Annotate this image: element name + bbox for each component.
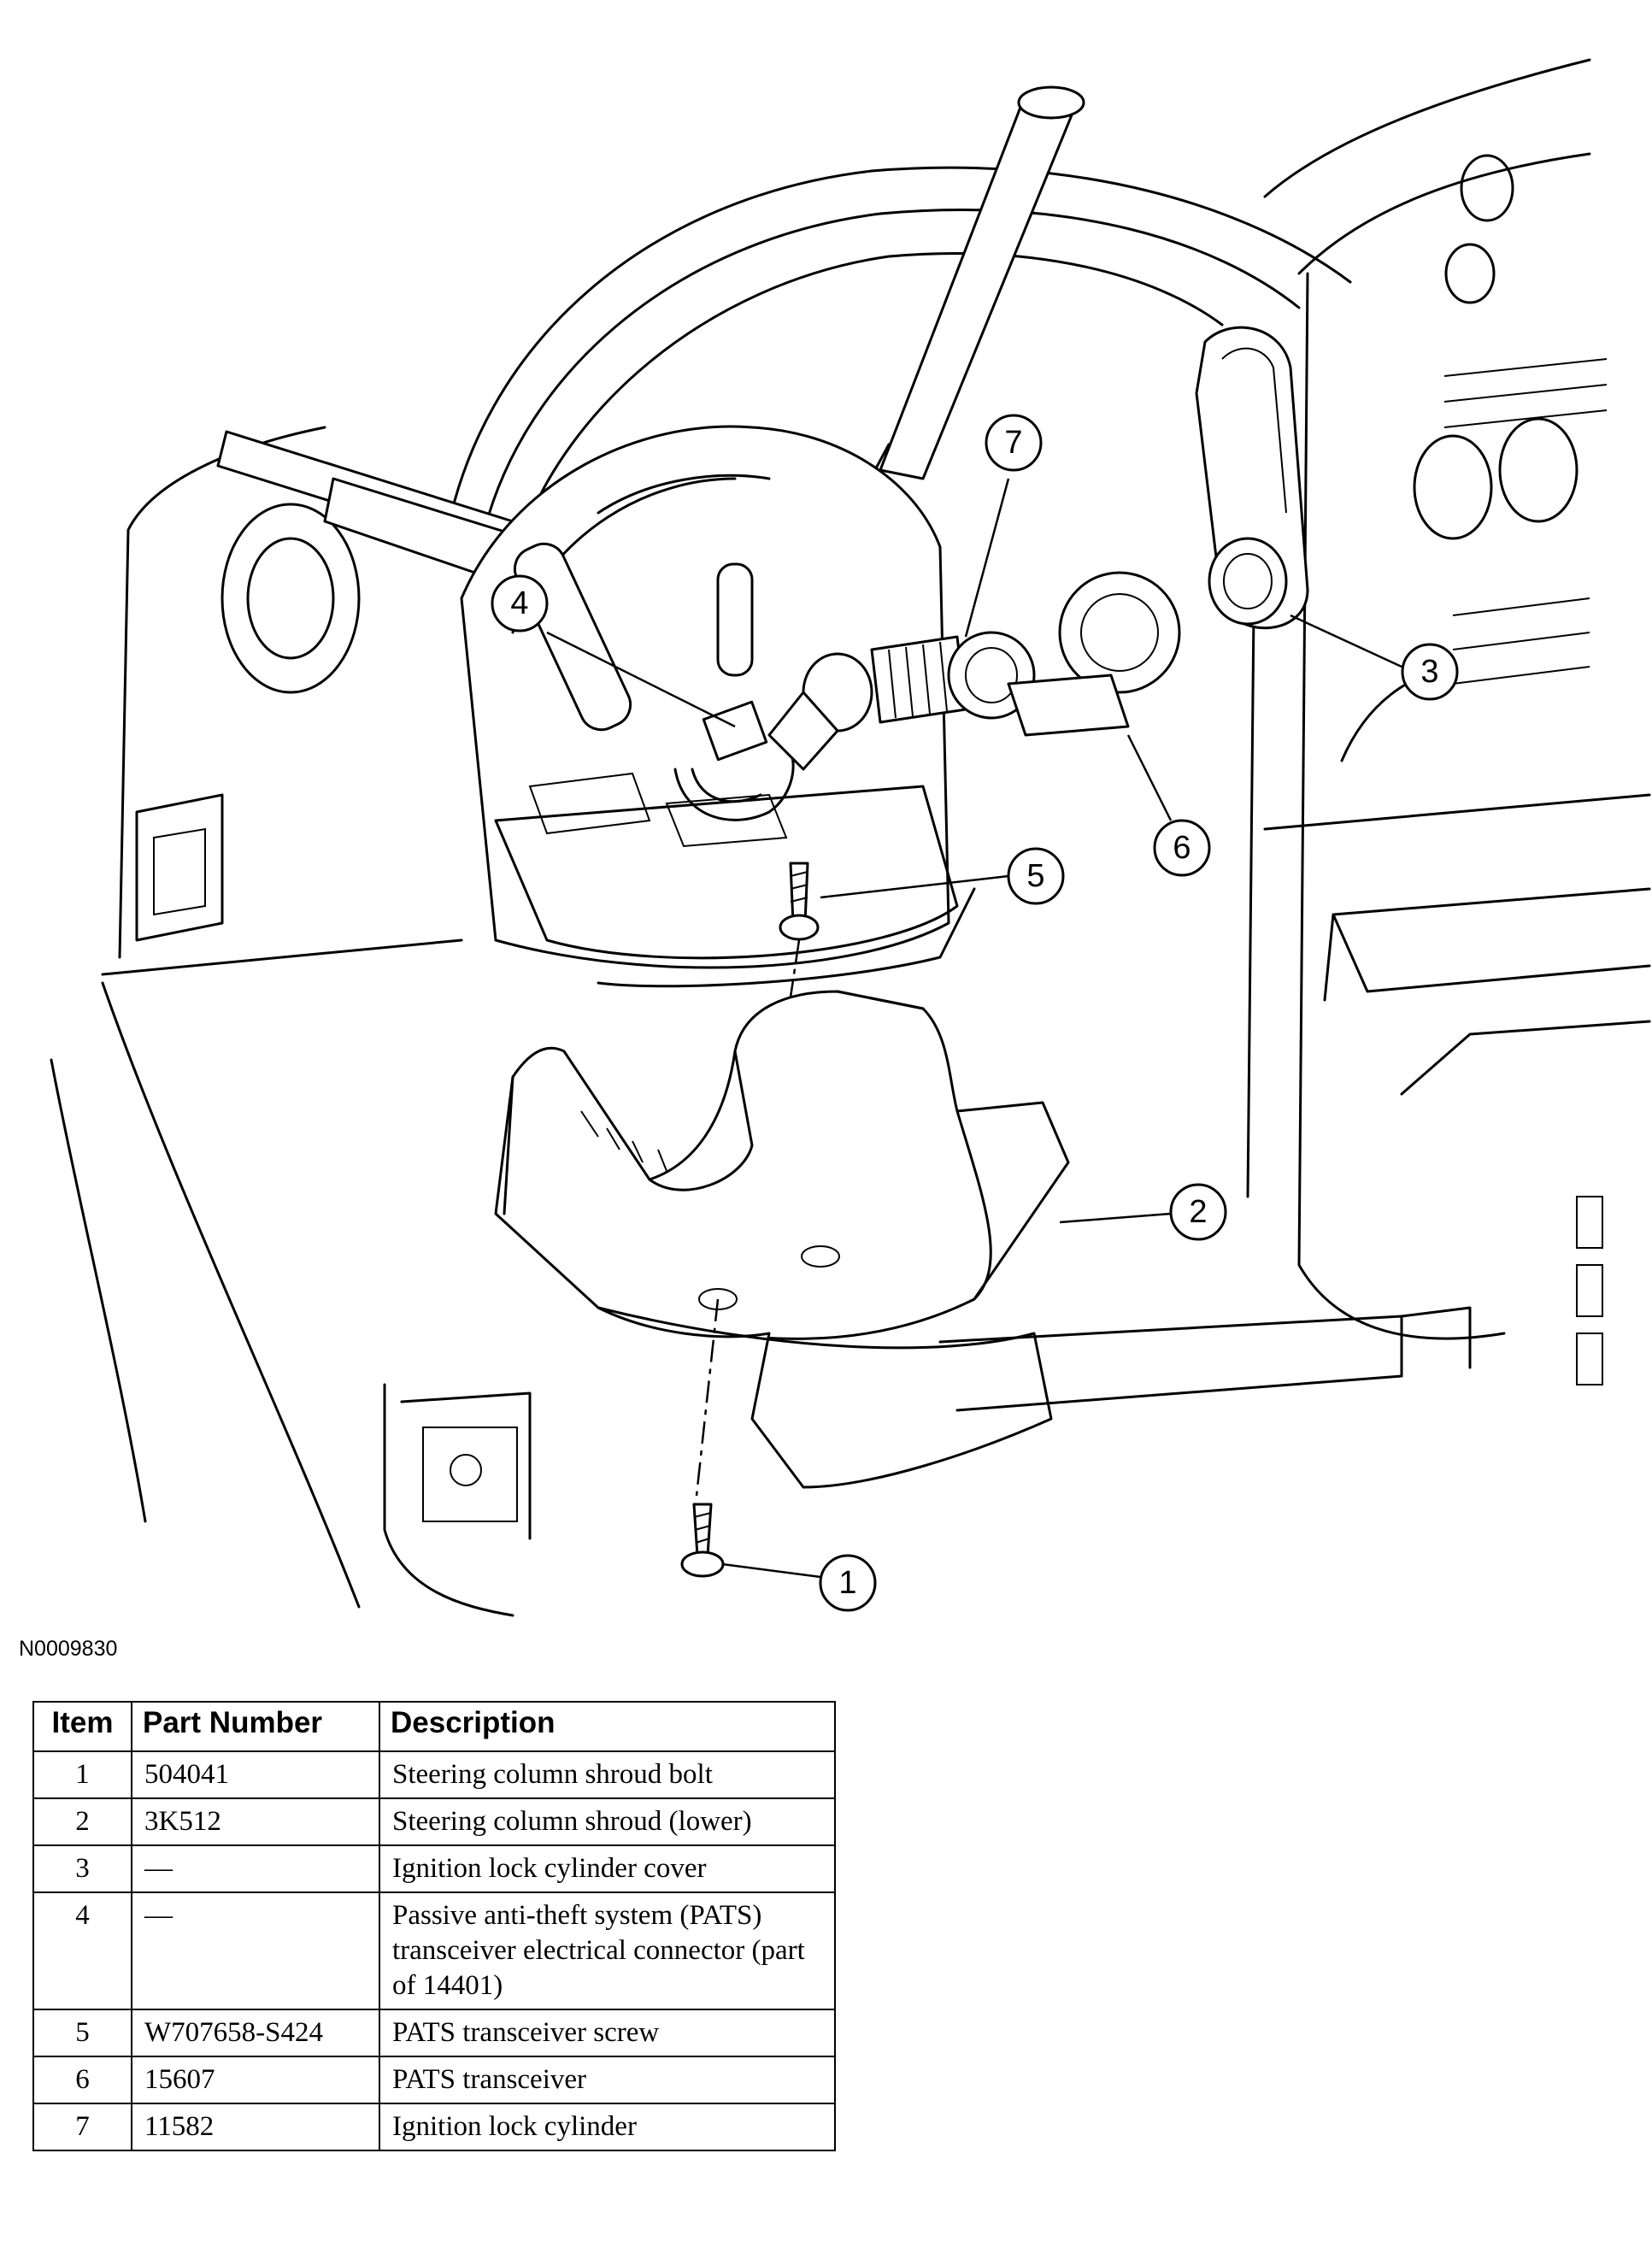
steering-column-body bbox=[460, 425, 976, 988]
cell-description: Steering column shroud (lower) bbox=[379, 1797, 836, 1846]
cell-part-number: 15607 bbox=[131, 2056, 380, 2104]
table-row: 5 W707658-S424 PATS transceiver screw bbox=[32, 2009, 836, 2057]
callout-1: 1 bbox=[819, 1554, 877, 1612]
svg-text:5: 5 bbox=[1026, 858, 1044, 894]
cell-part-number: W707658-S424 bbox=[131, 2009, 380, 2057]
callout-7: 7 bbox=[985, 414, 1043, 472]
svg-text:3: 3 bbox=[1420, 654, 1438, 690]
callout-6: 6 bbox=[1153, 819, 1211, 877]
figure-id: N0009830 bbox=[19, 1637, 118, 1661]
table-row: 7 11582 Ignition lock cylinder bbox=[32, 2103, 836, 2151]
table-row: 2 3K512 Steering column shroud (lower) bbox=[32, 1797, 836, 1846]
svg-text:2: 2 bbox=[1189, 1194, 1207, 1230]
callout-3: 3 bbox=[1401, 643, 1459, 701]
table-row: 4 — Passive anti-theft system (PATS) tra… bbox=[32, 1891, 836, 2010]
ignition-lock-cylinder-cover bbox=[1195, 326, 1309, 630]
callout-5: 5 bbox=[1007, 847, 1065, 905]
cell-part-number: 3K512 bbox=[131, 1797, 380, 1846]
cell-description: PATS transceiver screw bbox=[379, 2009, 836, 2057]
ignition-lock-cylinder bbox=[870, 631, 1036, 724]
svg-text:4: 4 bbox=[510, 585, 528, 621]
table-header-row: Item Part Number Description bbox=[32, 1701, 836, 1752]
callout-4: 4 bbox=[491, 574, 549, 632]
pats-transceiver-screw bbox=[779, 862, 820, 1027]
svg-text:6: 6 bbox=[1173, 830, 1190, 866]
cell-part-number: — bbox=[131, 1891, 380, 2010]
multifunction-stalk-left bbox=[216, 430, 514, 583]
cell-item: 2 bbox=[32, 1797, 132, 1846]
pats-transceiver bbox=[1007, 571, 1181, 737]
steering-column-shroud-bolt bbox=[680, 1298, 725, 1578]
column-header-part-number: Part Number bbox=[131, 1701, 380, 1752]
table-row: 3 — Ignition lock cylinder cover bbox=[32, 1844, 836, 1893]
cell-part-number: 504041 bbox=[131, 1750, 380, 1799]
cell-item: 4 bbox=[32, 1891, 132, 2010]
column-header-description: Description bbox=[379, 1701, 836, 1752]
cell-item: 6 bbox=[32, 2056, 132, 2104]
cell-description: Passive anti-theft system (PATS) transce… bbox=[379, 1891, 836, 2010]
cell-item: 1 bbox=[32, 1750, 132, 1799]
cell-description: Ignition lock cylinder cover bbox=[379, 1844, 836, 1893]
cell-description: Steering column shroud bolt bbox=[379, 1750, 836, 1799]
svg-text:1: 1 bbox=[838, 1565, 856, 1601]
cell-item: 7 bbox=[32, 2103, 132, 2151]
parts-table: Item Part Number Description 1 504041 St… bbox=[32, 1701, 836, 2151]
column-header-item: Item bbox=[32, 1701, 132, 1752]
left-dash-panel bbox=[50, 426, 532, 1617]
table-row: 1 504041 Steering column shroud bolt bbox=[32, 1750, 836, 1799]
callout-leaders bbox=[546, 478, 1402, 1579]
table-row: 6 15607 PATS transceiver bbox=[32, 2056, 836, 2104]
cell-item: 5 bbox=[32, 2009, 132, 2057]
cell-part-number: — bbox=[131, 1844, 380, 1893]
instrument-panel bbox=[1246, 58, 1651, 1385]
callout-2: 2 bbox=[1169, 1183, 1227, 1241]
steering-wheel bbox=[443, 166, 1352, 566]
cell-part-number: 11582 bbox=[131, 2103, 380, 2151]
exploded-view-diagram: 1 2 3 4 5 6 7 bbox=[50, 58, 1651, 1617]
cell-description: PATS transceiver bbox=[379, 2056, 836, 2104]
cell-item: 3 bbox=[32, 1844, 132, 1893]
svg-text:7: 7 bbox=[1004, 425, 1022, 461]
lower-steering-column-shroud bbox=[494, 990, 1472, 1489]
cell-description: Ignition lock cylinder bbox=[379, 2103, 836, 2151]
